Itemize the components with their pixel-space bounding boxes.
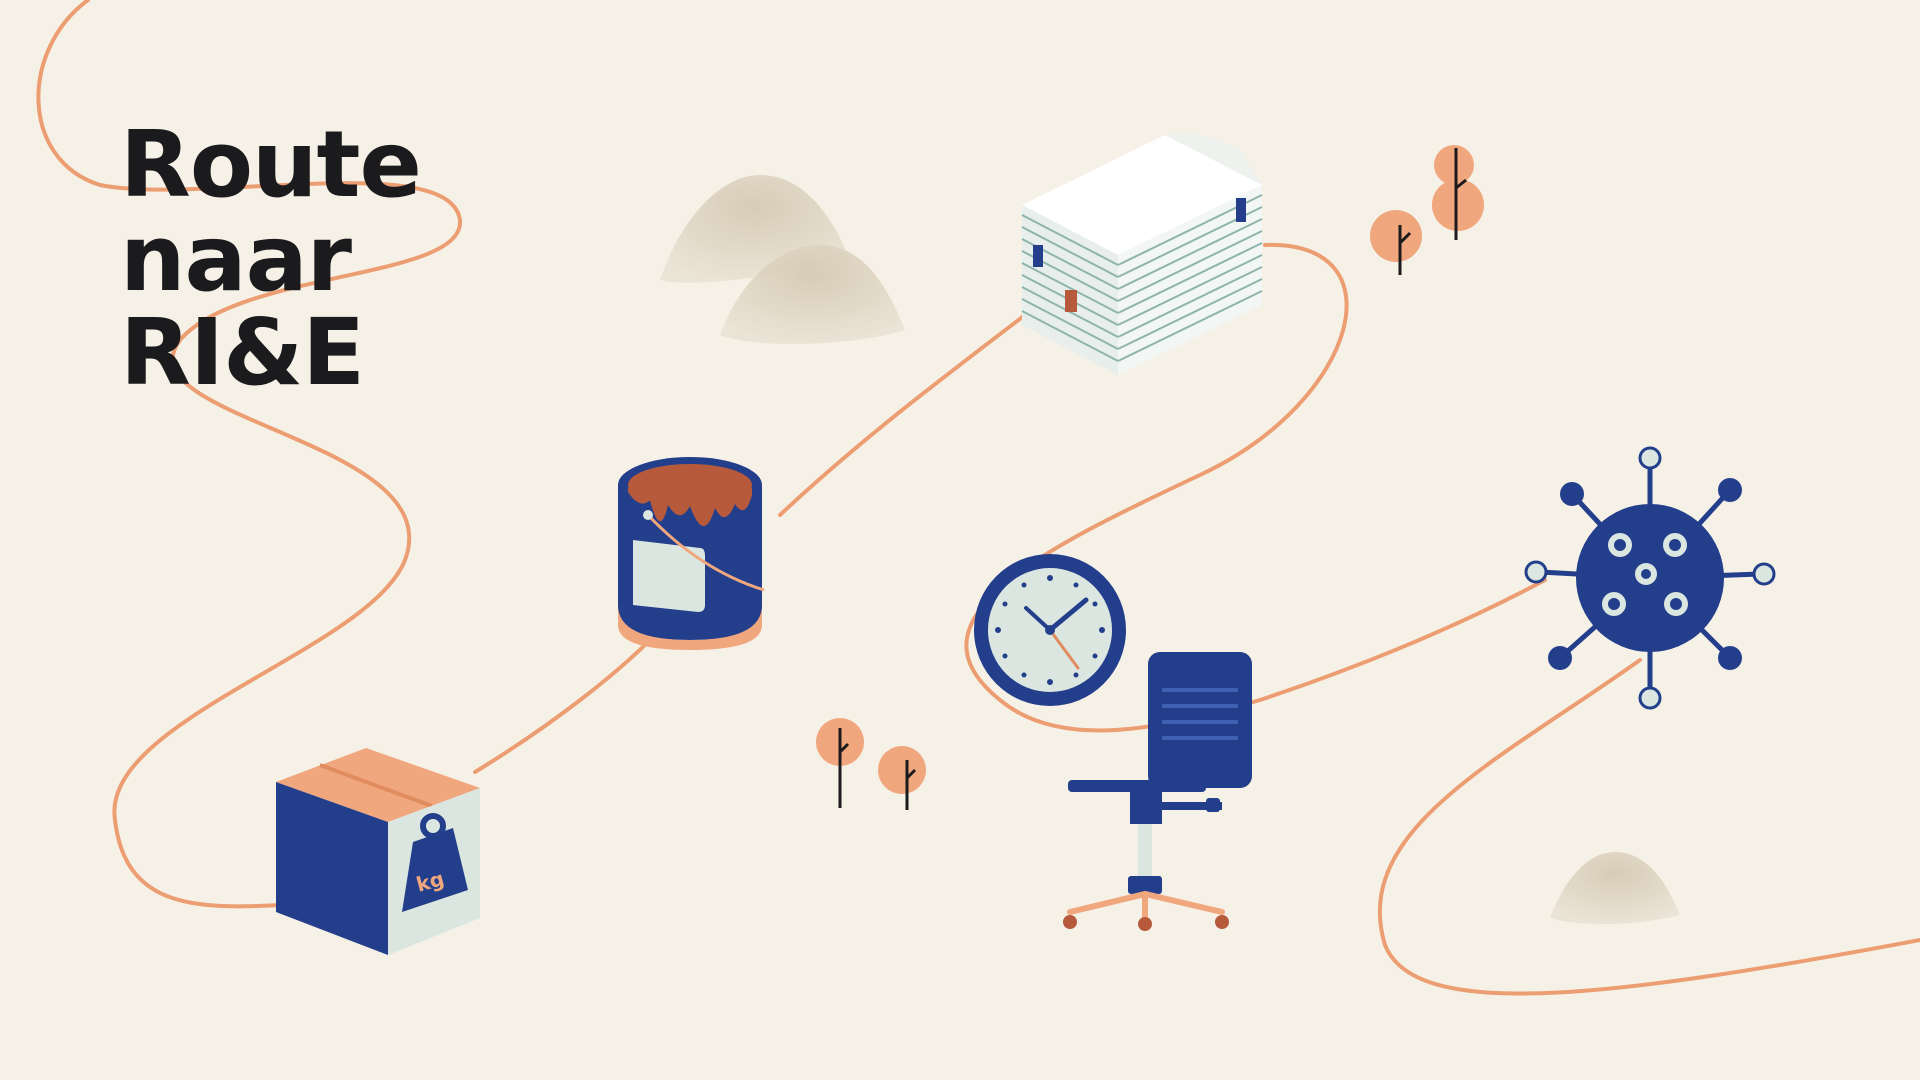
tree-icon	[1432, 145, 1484, 240]
paint-bucket-icon	[618, 457, 765, 650]
tree-icon	[816, 718, 864, 808]
wall-clock-icon	[974, 554, 1126, 706]
title-line-1: Route	[120, 111, 422, 218]
tree-icon	[878, 746, 926, 810]
title-line-2: naar	[120, 205, 352, 312]
weight-icon: kg	[402, 813, 468, 912]
paper-stack-icon	[1021, 133, 1263, 375]
page-title: Route naar RI&E	[120, 111, 422, 406]
hill-icon	[720, 245, 905, 345]
hill-icon	[1550, 852, 1680, 925]
virus-icon	[1524, 446, 1776, 710]
route-path	[36, 0, 1920, 996]
title-line-3: RI&E	[120, 299, 365, 406]
tree-icon	[1370, 210, 1422, 275]
box-with-weight-icon: kg	[276, 748, 480, 955]
office-chair-icon	[1063, 652, 1252, 931]
